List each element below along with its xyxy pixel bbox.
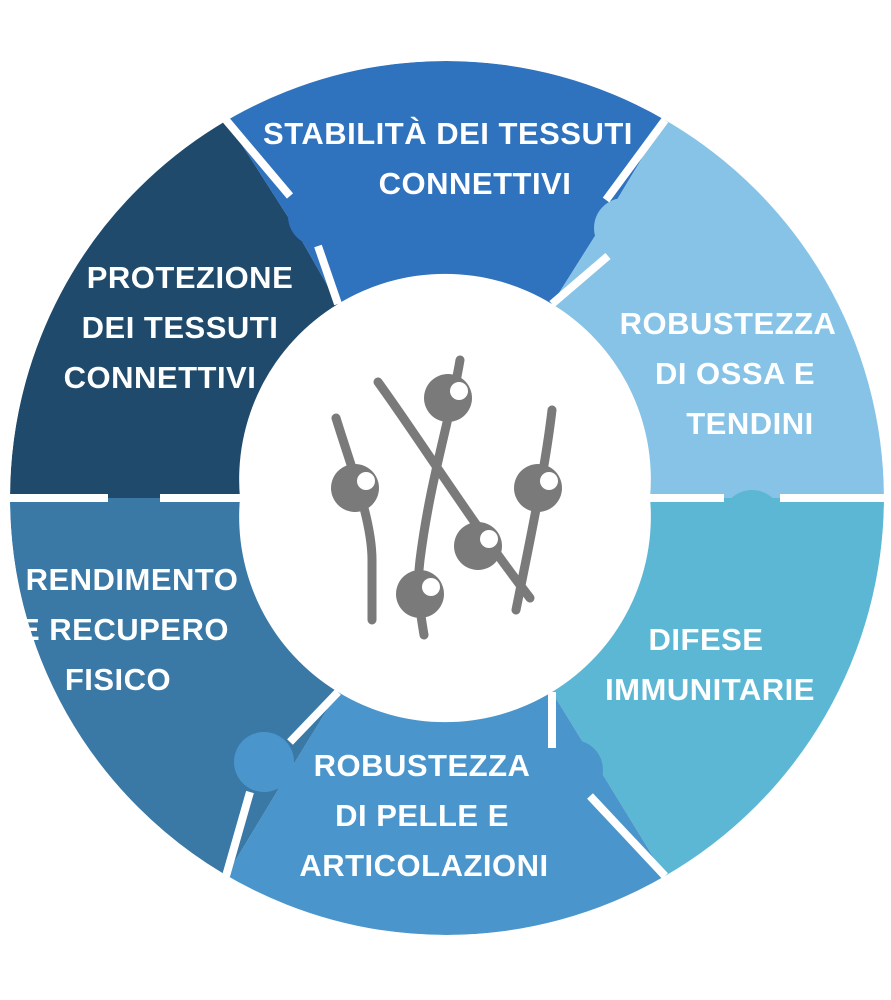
- label-upper-right-line-3: TENDINI: [686, 406, 814, 441]
- label-lower-right-line-1: DIFESE: [649, 622, 764, 657]
- segment-upper-left: [9, 120, 339, 498]
- label-upper-right-line-2: DI OSSA E: [655, 356, 815, 391]
- label-bottom-line-2: DI PELLE E: [335, 798, 509, 833]
- separator-lower-right-bottom: [548, 692, 668, 879]
- separator-bottom-lower-left: [222, 689, 341, 878]
- segment-top: [226, 61, 665, 304]
- tab-lower-right-into-upper-right: [722, 490, 782, 550]
- tab-upper-left-into-lower-left: [104, 438, 164, 498]
- label-upper-left-line-1: PROTEZIONE: [87, 260, 294, 295]
- label-lower-left-line-1: RENDIMENTO: [26, 562, 239, 597]
- tab-bottom-into-lower-left: [234, 732, 294, 792]
- collagen-fibers-icon: [331, 355, 562, 640]
- tab-bottom-into-lower-right: [543, 740, 603, 800]
- label-top-line-2: CONNETTIVI: [379, 166, 572, 201]
- center-disc: [243, 294, 647, 698]
- label-bottom-line-3: ARTICOLAZIONI: [299, 848, 548, 883]
- label-upper-right-line-1: ROBUSTEZZA: [620, 306, 837, 341]
- label-top-line-1: STABILITÀ DEI TESSUTI: [263, 116, 633, 151]
- label-bottom-line-1: ROBUSTEZZA: [314, 748, 531, 783]
- separator-upper-left-top: [222, 117, 342, 306]
- tab-upper-right-into-top: [594, 198, 654, 258]
- wheel-outline: [8, 59, 886, 937]
- label-upper-left-line-3: CONNETTIVI: [64, 360, 257, 395]
- segment-lower-right: [552, 498, 884, 876]
- tab-top-into-upper-left: [288, 186, 348, 246]
- label-lower-left-line-3: FISICO: [65, 662, 171, 697]
- label-lower-right-line-2: IMMUNITARIE: [605, 672, 815, 707]
- label-lower-left-line-2: E RECUPERO: [19, 612, 229, 647]
- separator-top-upper-right: [549, 117, 669, 308]
- label-upper-left-line-2: DEI TESSUTI: [82, 310, 279, 345]
